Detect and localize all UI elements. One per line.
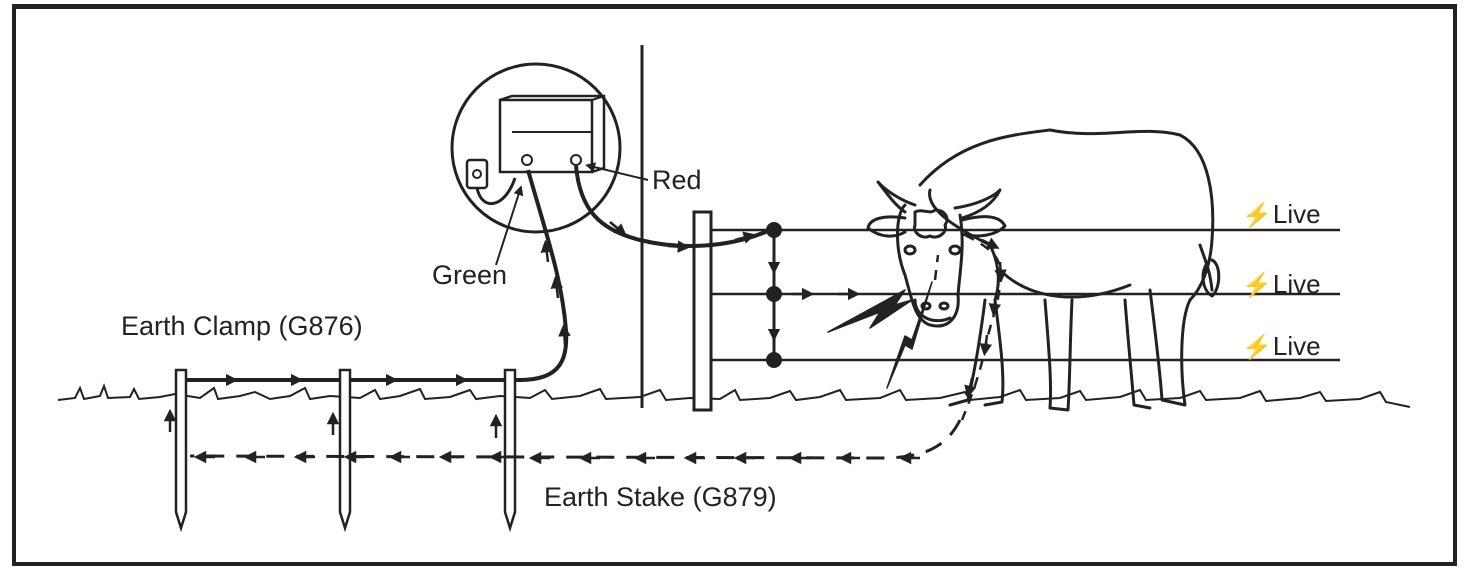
earth-clamp-label: Earth Clamp (G876) (121, 311, 363, 341)
bolt-icon (827, 281, 933, 389)
live-label-bottom: ⚡Live (1242, 333, 1321, 360)
red-label: Red (652, 165, 702, 195)
live-text: Live (1272, 331, 1321, 361)
cow-current-arrows (964, 237, 1007, 399)
diagram-frame (12, 4, 1457, 566)
wire-connectors (766, 222, 782, 368)
green-leader (495, 185, 524, 266)
earth-stake-icon (174, 368, 517, 533)
live-label-middle: ⚡Live (1242, 271, 1321, 298)
fence-post-icon (692, 210, 713, 412)
power-plug-icon (465, 158, 517, 206)
current-through-cow (933, 233, 1002, 421)
ground-grass (57, 383, 1411, 408)
energizer-icon (450, 62, 622, 234)
earth-stake-label: Earth Stake (G879) (544, 482, 777, 512)
earth-return-arrows (193, 450, 920, 465)
green-label: Green (432, 260, 508, 290)
bolt-icon: ⚡ (1242, 272, 1272, 299)
bolt-icon: ⚡ (1242, 202, 1272, 229)
red-leader (585, 162, 649, 181)
live-lead-arrows (609, 221, 757, 253)
live-text: Live (1272, 199, 1321, 229)
live-text: Live (1272, 269, 1321, 299)
live-lead (574, 165, 771, 248)
earth-lead-arrows (215, 239, 571, 387)
bolt-icon: ⚡ (1242, 334, 1272, 361)
earth-return-path (189, 419, 962, 460)
cow-illustration (866, 128, 1221, 412)
live-label-top: ⚡Live (1242, 201, 1321, 228)
stake-up-arrows (163, 408, 503, 438)
